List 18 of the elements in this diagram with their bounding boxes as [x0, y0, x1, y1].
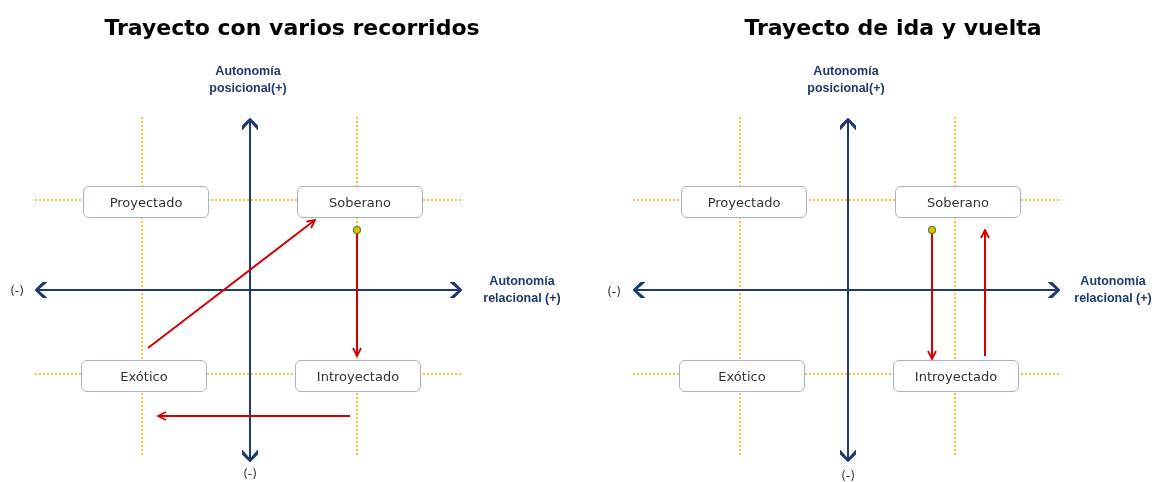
axis-end-label: (-): [10, 284, 24, 298]
category-box: Introyectado: [893, 360, 1019, 392]
category-box: Exótico: [81, 360, 207, 392]
axis-label: Autonomía relacional (+): [482, 273, 562, 307]
axis-end-label: (-): [607, 285, 621, 299]
category-box: Proyectado: [83, 186, 209, 218]
axis-end-label: (-): [243, 467, 257, 481]
panel-title: Trayecto con varios recorridos: [104, 14, 480, 40]
category-box: Introyectado: [295, 360, 421, 392]
axis-label: Autonomía posicional(+): [208, 63, 288, 97]
category-box: Soberano: [895, 186, 1021, 218]
category-box: Proyectado: [681, 186, 807, 218]
axis-label: Autonomía relacional (+): [1073, 273, 1153, 307]
category-box: Exótico: [679, 360, 805, 392]
panel-title: Trayecto de ida y vuelta: [744, 14, 1042, 40]
category-box: Soberano: [297, 186, 423, 218]
axis-end-label: (-): [841, 469, 855, 482]
axis-label: Autonomía posicional(+): [806, 63, 886, 97]
